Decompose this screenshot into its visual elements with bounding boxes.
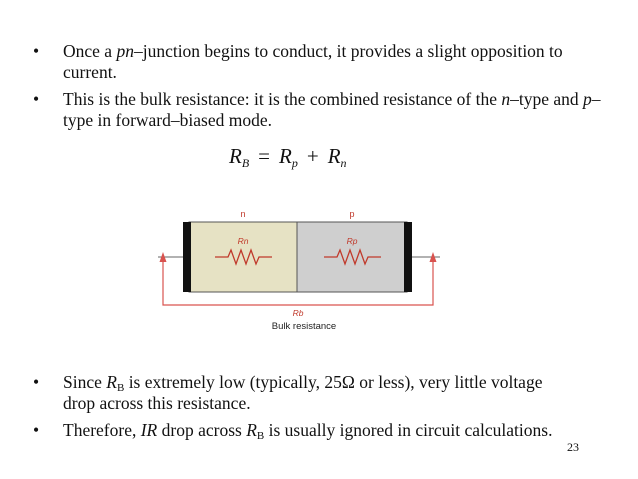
bottom-bullet-list: •Since RB is extremely low (typically, 2… <box>27 372 567 447</box>
bullet-italic-term: IR <box>140 420 158 440</box>
bullet-text: Once a <box>63 41 117 61</box>
bullet-marker: • <box>33 89 40 109</box>
bullet-conduction: • Once a pn–junction begins to conduct, i… <box>27 41 602 83</box>
arrow-up-left-icon <box>159 252 167 262</box>
bullet-text: Therefore, <box>63 420 141 440</box>
bullet-marker: • <box>33 420 40 440</box>
bulk-resistance-formula: RB=Rp+Rn <box>229 144 347 169</box>
bullet-rb-low: • Since RB is extremely low (typically, 2… <box>27 372 567 414</box>
arrow-up-right-icon <box>429 252 437 262</box>
formula-operator: + <box>306 144 319 168</box>
formula-operator: = <box>258 144 271 168</box>
left-terminal <box>183 222 191 292</box>
bullet-text: is extremely low (typically, 25Ω or less… <box>63 372 543 413</box>
bullet-text: Since <box>63 372 107 392</box>
bullet-marker: • <box>33 372 40 392</box>
label-rp: Rp <box>347 236 358 246</box>
formula-subscript: n <box>340 156 347 170</box>
label-n: n <box>240 209 245 219</box>
bullet-ir-drop: • Therefore, IR drop across RB is usually… <box>27 420 567 442</box>
bullet-text: drop across <box>157 420 247 440</box>
formula-symbol: R <box>279 144 292 168</box>
bullet-italic-term: pn <box>116 41 134 61</box>
bullet-text: –type and <box>510 89 584 109</box>
right-terminal <box>404 222 412 292</box>
bullet-subscript: B <box>116 382 125 394</box>
bullet-text: –type in forward–biased mode. <box>63 89 601 130</box>
bullet-text: –junction begins to conduct, it provides… <box>63 41 563 82</box>
resistor-rp-symbol <box>324 248 381 266</box>
label-rn: Rn <box>238 236 249 246</box>
bullet-subscript: B <box>256 430 265 442</box>
bullet-italic-term: R <box>106 372 117 392</box>
bulk-resistance-span-line <box>162 262 434 306</box>
bullet-italic-term: p <box>583 89 592 109</box>
formula-symbol: R <box>229 144 242 168</box>
resistor-rn-symbol <box>215 248 272 266</box>
diagram-caption: Bulk resistance <box>272 321 336 332</box>
bullet-text: This is the bulk resistance: it is the c… <box>63 89 502 109</box>
formula-symbol: R <box>327 144 341 168</box>
bullet-text: is usually ignored in circuit calculatio… <box>264 420 553 440</box>
bullet-italic-term: n <box>501 89 511 109</box>
label-p: p <box>349 209 354 219</box>
bullet-italic-term: R <box>246 420 257 440</box>
page-number: 23 <box>567 440 579 454</box>
top-bullet-list: •Once a pn–junction begins to conduct, i… <box>27 41 602 137</box>
label-rb: Rb <box>293 308 304 318</box>
formula-subscript: B <box>241 156 250 170</box>
bullet-marker: • <box>33 41 40 61</box>
formula-subscript: p <box>291 156 298 170</box>
bullet-bulk-resistance: • This is the bulk resistance: it is the … <box>27 89 602 131</box>
